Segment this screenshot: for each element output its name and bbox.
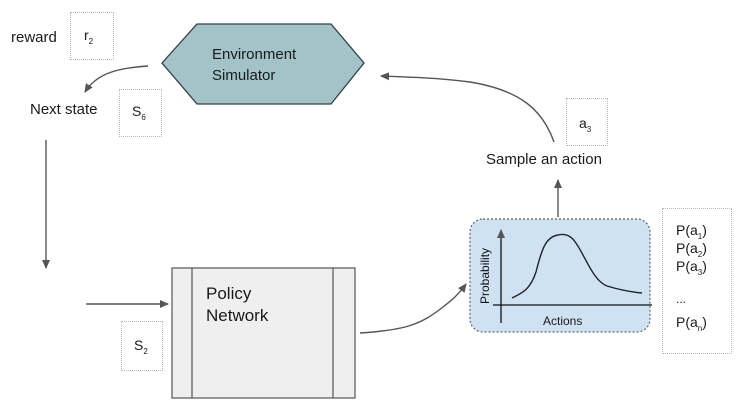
- probability-item-2: P(a2): [676, 240, 707, 259]
- arrow-env-to-next-state: [84, 65, 149, 93]
- reward-label: reward: [11, 29, 57, 46]
- environment-label: Environment Simulator: [212, 44, 296, 86]
- arrow-policy-to-plot: [359, 283, 467, 334]
- reward-variable: r2: [84, 27, 94, 46]
- next-state-label: Next state: [30, 101, 98, 118]
- policy-line2: Network: [206, 306, 269, 325]
- probability-item-3: P(a3): [676, 258, 707, 277]
- plot-xlabel: Actions: [543, 314, 583, 328]
- probability-item-n: P(an): [676, 314, 707, 333]
- environment-hexagon: [161, 23, 365, 105]
- sample-action-label: Sample an action: [486, 151, 602, 168]
- action-variable: a3: [579, 115, 592, 134]
- probability-ellipsis: ...: [676, 292, 687, 306]
- reward-value-box: r2: [70, 12, 114, 60]
- arrow-sample-to-env: [380, 72, 555, 143]
- environment-line1: Environment: [212, 46, 297, 63]
- policy-network-box: [171, 267, 356, 399]
- probability-plot-box: [469, 218, 651, 333]
- next-state-value-box: S6: [119, 89, 162, 137]
- policy-line1: Policy: [206, 284, 252, 303]
- plot-axes: [493, 229, 652, 323]
- probabilities-box: P(a1) P(a2) P(a3) ... P(an): [662, 208, 732, 354]
- action-value-box: a3: [566, 98, 608, 146]
- probability-curve: [511, 233, 643, 299]
- policy-network-label: Policy Network: [206, 283, 268, 327]
- next-state-variable: S6: [132, 103, 146, 122]
- probability-item-1: P(a1): [676, 222, 707, 241]
- input-state-value-box: S2: [121, 321, 163, 371]
- input-state-variable: S2: [134, 337, 148, 356]
- environment-line2: Simulator: [212, 67, 276, 84]
- plot-ylabel: Probability: [478, 248, 492, 304]
